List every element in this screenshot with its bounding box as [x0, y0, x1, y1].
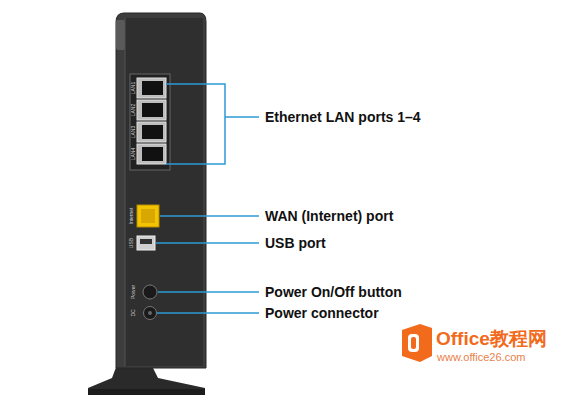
callout-label: Power On/Off button [265, 284, 402, 300]
body-edge [116, 20, 125, 50]
callout-label: USB port [265, 235, 326, 251]
port-marking: Power [130, 285, 136, 299]
port-marking: Internet [128, 208, 134, 225]
port-marking: LAN3 [130, 126, 136, 139]
lan-ports [137, 78, 166, 164]
usb-port [137, 236, 155, 250]
port-marking: DC [130, 309, 136, 316]
stand-base [88, 389, 205, 395]
callout-label: WAN (Internet) port [265, 208, 393, 224]
back-panel [125, 18, 203, 366]
wan-port-inner [141, 209, 155, 223]
port-marking: LAN1 [130, 82, 136, 95]
port-marking: USB [128, 238, 134, 248]
panel-edge [125, 18, 126, 366]
wan-port [137, 205, 159, 227]
port-marking: LAN4 [130, 148, 136, 161]
power-connector [144, 307, 157, 320]
leader-lines [156, 84, 259, 313]
watermark-text: Office教程网 [436, 328, 547, 349]
watermark-icon [402, 324, 432, 362]
callout-label: Power connector [265, 305, 379, 321]
power-button [143, 285, 157, 299]
watermark-url: www.office26.com [437, 351, 525, 364]
power-pin [148, 311, 152, 315]
lan-port-block [130, 74, 170, 170]
callout-label: Ethernet LAN ports 1–4 [265, 109, 421, 125]
port-marking: LAN2 [130, 104, 136, 117]
usb-port-inner [140, 239, 152, 244]
router-body [116, 13, 206, 368]
